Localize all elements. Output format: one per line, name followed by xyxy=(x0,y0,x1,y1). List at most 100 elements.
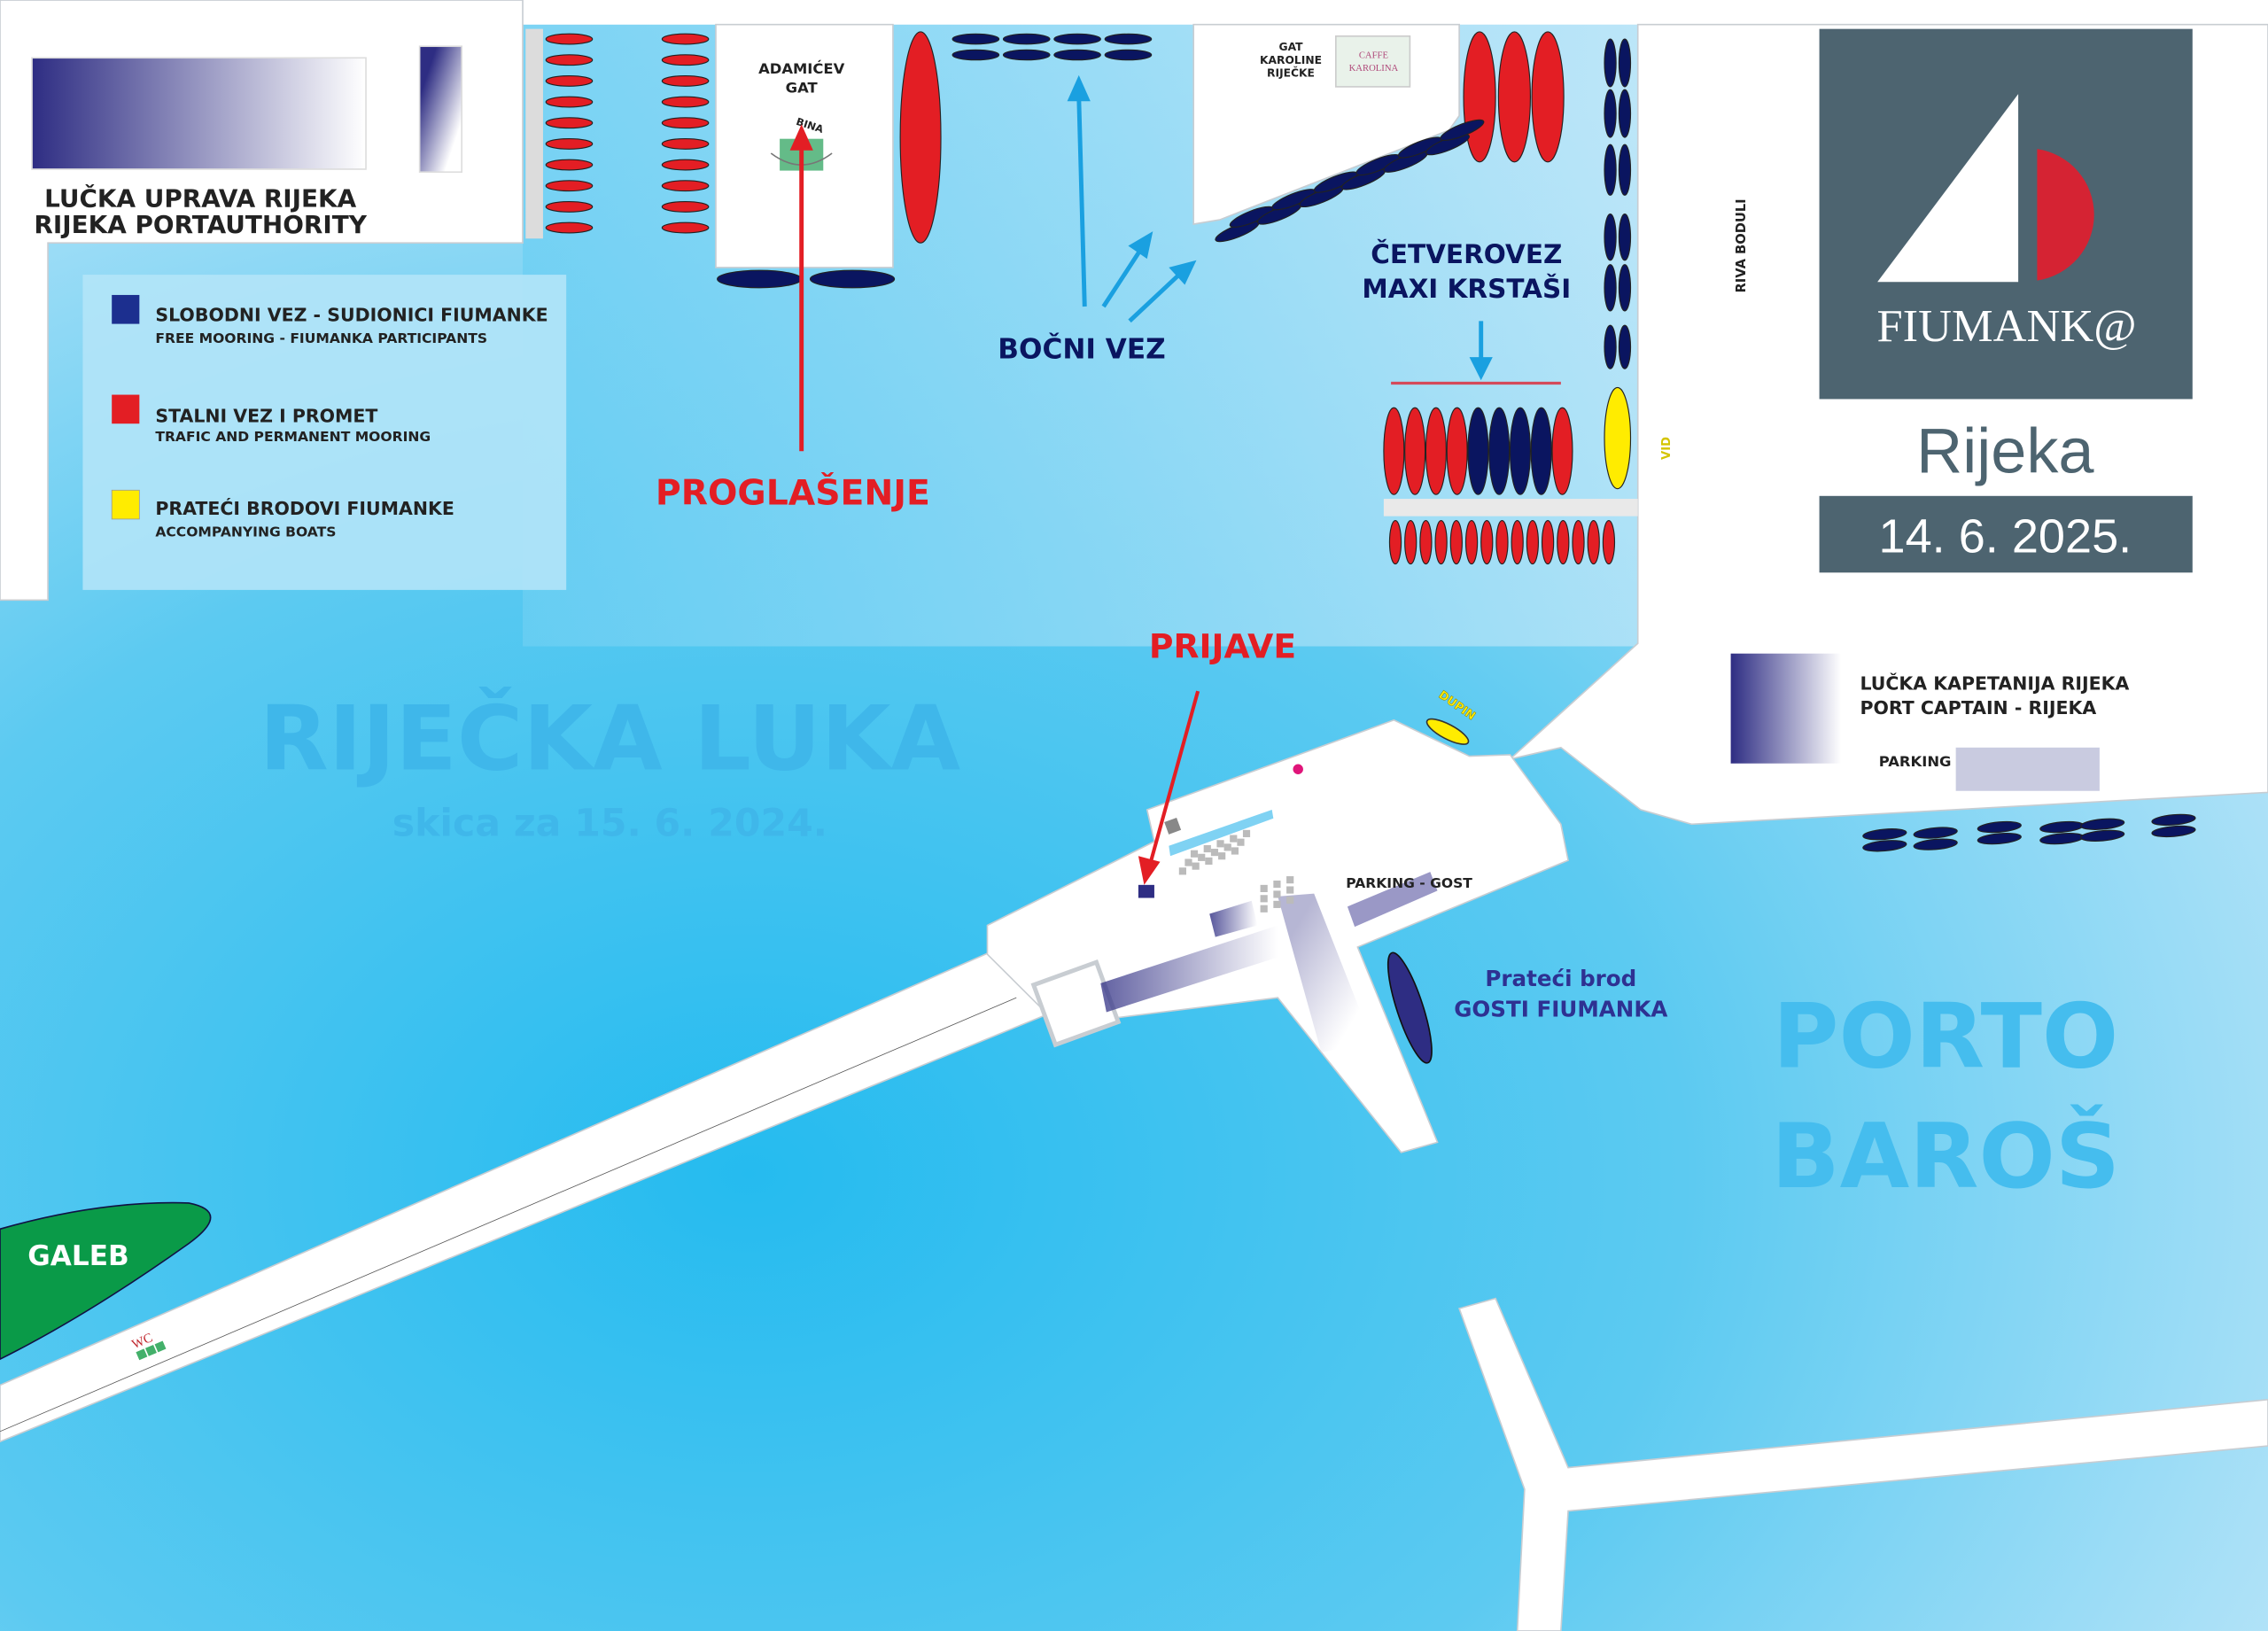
small-boat-red xyxy=(1495,519,1509,565)
legend-box xyxy=(82,275,567,590)
moored-boat-red xyxy=(545,33,594,45)
arrow-bocni-vez-3 xyxy=(1128,273,1181,323)
parking-label: PARKING xyxy=(1879,753,1952,770)
accompanying-boat-yellow xyxy=(1604,386,1632,490)
rijecka-luka-watermark: RIJEČKA LUKA xyxy=(260,685,961,790)
cafe-table xyxy=(1273,890,1281,898)
arrow-head xyxy=(1138,856,1161,885)
porto-boat xyxy=(1862,828,1907,841)
cafe-table xyxy=(1260,895,1268,903)
cafe-table xyxy=(1192,862,1200,870)
moored-boat-navy xyxy=(1618,89,1632,138)
maxi-yacht xyxy=(1488,407,1511,495)
porto-boat xyxy=(1977,832,2022,845)
small-boat-red xyxy=(1464,519,1479,565)
maxi-yacht xyxy=(1530,407,1552,495)
moored-boat-red xyxy=(545,200,594,213)
maxi-yacht xyxy=(1383,407,1405,495)
bocni-vez-label: BOČNI VEZ xyxy=(998,331,1165,366)
moored-boat-navy xyxy=(1104,33,1153,45)
moored-boat-navy xyxy=(1604,213,1617,261)
port-captain-label-en: PORT CAPTAIN - RIJEKA xyxy=(1860,697,2096,718)
arrow-head xyxy=(1067,74,1091,102)
moored-boat-navy xyxy=(1618,264,1632,312)
port-authority-label-en: RIJEKA PORTAUTHORITY xyxy=(34,210,367,239)
small-boat-red xyxy=(1449,519,1463,565)
moored-boat-navy xyxy=(1604,264,1617,312)
port-authority-building xyxy=(31,57,367,170)
pier-building-long xyxy=(1100,925,1278,1013)
small-boat-red xyxy=(1388,519,1402,565)
small-boat-red xyxy=(1480,519,1494,565)
parking-area xyxy=(1955,747,2100,791)
date-box xyxy=(1819,495,2193,573)
moored-boat-red xyxy=(545,74,594,87)
moored-boat-red xyxy=(661,33,710,45)
cafe-table xyxy=(1260,884,1268,893)
moored-boat-red xyxy=(661,221,710,234)
large-boat-red xyxy=(1463,31,1496,163)
small-boat-red xyxy=(1511,519,1524,565)
arrow-head xyxy=(1169,260,1197,285)
cafe-table xyxy=(1218,852,1226,860)
moored-boat-red xyxy=(661,137,710,150)
maxi-yacht xyxy=(1425,407,1447,495)
moored-boat-navy xyxy=(1104,49,1153,61)
legend-swatch-blue xyxy=(112,294,140,324)
maxi-yacht xyxy=(1467,407,1489,495)
moored-boat-navy xyxy=(1604,144,1617,196)
maxi-yacht xyxy=(1551,407,1573,495)
maxi-yacht xyxy=(1446,407,1468,495)
caffe-label: CAFFE xyxy=(1359,50,1388,60)
arrows xyxy=(789,74,1493,885)
moored-boat-navy xyxy=(1604,89,1617,138)
porto-boat xyxy=(2151,825,2196,838)
porto-boat xyxy=(1862,840,1907,852)
cafe-table xyxy=(1260,905,1268,913)
pier-building-t xyxy=(1278,893,1372,1053)
moored-boat-navy xyxy=(1618,144,1632,196)
cafe-table xyxy=(1205,857,1213,865)
cafe-table xyxy=(1286,876,1294,884)
logo-brand: FIUMANK@ xyxy=(1876,300,2136,352)
moored-boat-red xyxy=(661,96,710,108)
cafe-table xyxy=(1216,840,1224,848)
arrow-prijave xyxy=(1148,690,1200,866)
arrow-head xyxy=(1469,357,1493,381)
cafe-tables xyxy=(1178,829,1294,913)
accompanying-boat xyxy=(1386,951,1433,1064)
moored-boat-navy xyxy=(1002,33,1051,45)
adamicev-gat-label-2: GAT xyxy=(786,79,819,96)
galeb-ship xyxy=(0,1201,212,1361)
pier-inner-channel xyxy=(1169,809,1274,857)
cafe-table xyxy=(1223,843,1231,851)
moored-boat-red xyxy=(661,117,710,129)
registration-point xyxy=(1138,884,1154,898)
moored-boat-red xyxy=(545,117,594,129)
cafe-table xyxy=(1184,858,1192,866)
moored-boat-red xyxy=(661,180,710,192)
maxi-pier xyxy=(1383,499,1638,516)
moored-boat-navy xyxy=(1053,49,1101,61)
small-boat-red xyxy=(1587,519,1600,565)
small-boat-red xyxy=(1602,519,1616,565)
legend-subtitle: FREE MOORING - FIUMANKA PARTICIPANTS xyxy=(155,330,487,346)
legend: SLOBODNI VEZ - SUDIONICI FIUMANKE FREE M… xyxy=(82,275,567,590)
legend-subtitle: ACCOMPANYING BOATS xyxy=(155,524,336,540)
legend-subtitle: TRAFIC AND PERMANENT MOORING xyxy=(155,429,431,445)
moored-boat-red xyxy=(545,137,594,150)
arrow-head xyxy=(1128,231,1153,260)
baros-label: BAROŠ xyxy=(1771,1103,2120,1208)
large-boat-red xyxy=(899,31,942,244)
moored-boat-navy xyxy=(951,33,1000,45)
arrow-bocni-vez-2 xyxy=(1101,247,1144,308)
gat-karoline-label: KAROLINE xyxy=(1260,54,1322,66)
small-boat-red xyxy=(1404,519,1418,565)
small-boat-red xyxy=(1572,519,1585,565)
large-boat-red xyxy=(1531,31,1565,163)
small-boat-red xyxy=(1557,519,1570,565)
legend-swatch-yellow xyxy=(111,489,140,520)
marker-dot xyxy=(1293,764,1303,774)
gat-karoline-label: RIJEČKE xyxy=(1267,66,1315,80)
